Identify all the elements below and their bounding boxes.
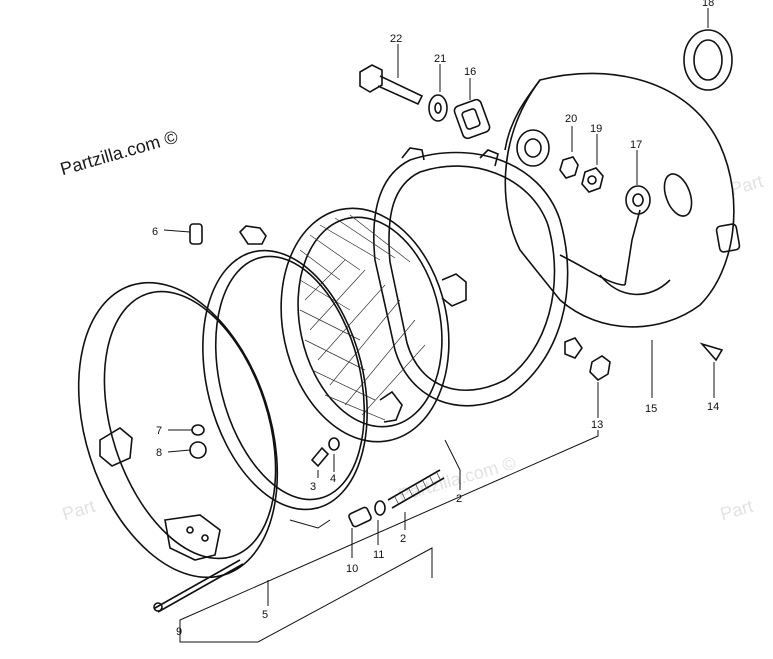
part-11-washer bbox=[374, 500, 386, 516]
part-17-socket bbox=[625, 185, 651, 215]
part-8-nut bbox=[167, 441, 207, 459]
part-4-nut bbox=[328, 437, 340, 451]
part-20-nut bbox=[559, 156, 579, 179]
callout-19: 19 bbox=[590, 123, 602, 135]
part-7-washer bbox=[168, 424, 205, 436]
callout-6: 6 bbox=[152, 226, 158, 238]
part-3-screw bbox=[310, 446, 330, 468]
part-6-screw bbox=[163, 223, 203, 245]
part-13-nut bbox=[589, 355, 611, 382]
part-9-screw bbox=[153, 559, 244, 613]
callout-9: 9 bbox=[176, 626, 182, 638]
callout-5: 5 bbox=[262, 609, 268, 621]
callout-labels: 22 21 16 20 19 17 18 6 7 8 3 4 2 2 13 15… bbox=[152, 0, 719, 638]
callout-18: 18 bbox=[702, 0, 714, 9]
part-10-adjuster bbox=[348, 506, 372, 528]
callout-22: 22 bbox=[390, 33, 402, 45]
part-21-washer bbox=[428, 94, 448, 122]
part-mounting-rim bbox=[372, 147, 583, 407]
part-14-screw bbox=[699, 342, 724, 362]
callout-16: 16 bbox=[464, 66, 476, 78]
part-5-inner-ring bbox=[202, 225, 368, 511]
part-22-bolt bbox=[359, 64, 424, 106]
callout-8: 8 bbox=[156, 447, 162, 459]
leader-lines bbox=[179, 8, 715, 643]
callout-10: 10 bbox=[346, 563, 358, 575]
callout-13: 13 bbox=[591, 419, 603, 431]
callout-11: 11 bbox=[373, 549, 384, 561]
part-19-nut bbox=[581, 167, 604, 193]
callout-3: 3 bbox=[310, 481, 316, 493]
part-2-sealed-beam bbox=[280, 207, 467, 443]
callout-7: 7 bbox=[156, 425, 162, 437]
callout-20: 20 bbox=[565, 113, 577, 125]
callout-14: 14 bbox=[707, 401, 719, 413]
part-spring bbox=[387, 469, 445, 509]
callout-2-lower: 2 bbox=[400, 533, 406, 545]
part-16-cushion bbox=[453, 98, 491, 140]
callout-4: 4 bbox=[330, 473, 336, 485]
callout-15: 15 bbox=[645, 403, 657, 415]
callout-17: 17 bbox=[630, 139, 642, 151]
part-18-grommet bbox=[683, 29, 733, 91]
callout-21: 21 bbox=[434, 53, 446, 65]
callout-2-upper: 2 bbox=[456, 493, 462, 505]
part-15-housing bbox=[504, 72, 741, 328]
